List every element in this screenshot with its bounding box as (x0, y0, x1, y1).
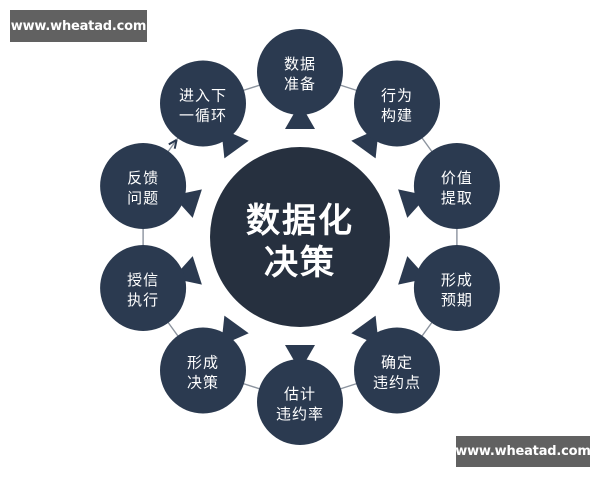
node-label-line1: 数据 (284, 55, 316, 73)
node-label-line2: 准备 (284, 75, 316, 93)
node-label-line2: 执行 (127, 291, 159, 309)
connector-lines-group (142, 84, 458, 390)
node-label-line1: 反馈 (127, 169, 159, 187)
node-circle[interactable] (100, 143, 187, 229)
connector-line (421, 321, 433, 337)
center-circle[interactable] (210, 147, 390, 327)
node-circle[interactable] (257, 359, 343, 445)
node-label-line1: 形成 (441, 271, 473, 289)
connector-line (339, 382, 358, 390)
connector-line (339, 84, 358, 92)
node-circle[interactable] (413, 143, 500, 229)
outer-nodes-group: 数据准备行为构建价值提取形成预期确定违约点估计违约率形成决策授信执行反馈问题进入… (100, 29, 500, 445)
node-label-line1: 价值 (441, 169, 473, 187)
node-label-line1: 进入下 (179, 87, 227, 105)
node-label-line2: 违约点 (373, 374, 421, 392)
node-label-line1: 估计 (284, 385, 316, 403)
node-label-line2: 决策 (187, 374, 219, 392)
outward-arrow-icon (285, 103, 315, 129)
node-label-line2: 问题 (127, 189, 159, 207)
connector-line (421, 137, 433, 153)
node-circle[interactable] (413, 245, 500, 331)
node-label-line2: 一循环 (179, 107, 227, 125)
node-circle[interactable] (160, 60, 246, 147)
watermark-top-left: www.wheatad.com (10, 10, 147, 42)
outward-arrow-icon (285, 345, 315, 371)
node-circle[interactable] (160, 327, 246, 414)
watermark-bottom-right: www.wheatad.com (455, 436, 591, 467)
node-circle[interactable] (354, 327, 440, 414)
node-label-line1: 确定 (381, 354, 413, 372)
node-label-line1: 形成 (187, 354, 219, 372)
center-label-line2: 决策 (264, 243, 336, 283)
node-label-line2: 违约率 (276, 405, 324, 423)
node-label-line2: 构建 (381, 107, 413, 125)
node-label-line1: 行为 (381, 87, 413, 105)
node-circle[interactable] (100, 245, 187, 331)
connector-line (167, 321, 179, 337)
connector-line (242, 382, 261, 390)
center-label-line1: 数据化 (246, 201, 354, 241)
center-node[interactable]: 数据化 决策 (210, 147, 390, 327)
node-label-line2: 预期 (441, 291, 473, 309)
node-label-line1: 授信 (127, 271, 159, 289)
connector-line (242, 84, 261, 92)
node-circle[interactable] (257, 29, 343, 115)
node-label-line2: 提取 (441, 189, 473, 207)
cycle-arrowhead-icon (168, 139, 178, 149)
node-circle[interactable] (354, 60, 440, 147)
